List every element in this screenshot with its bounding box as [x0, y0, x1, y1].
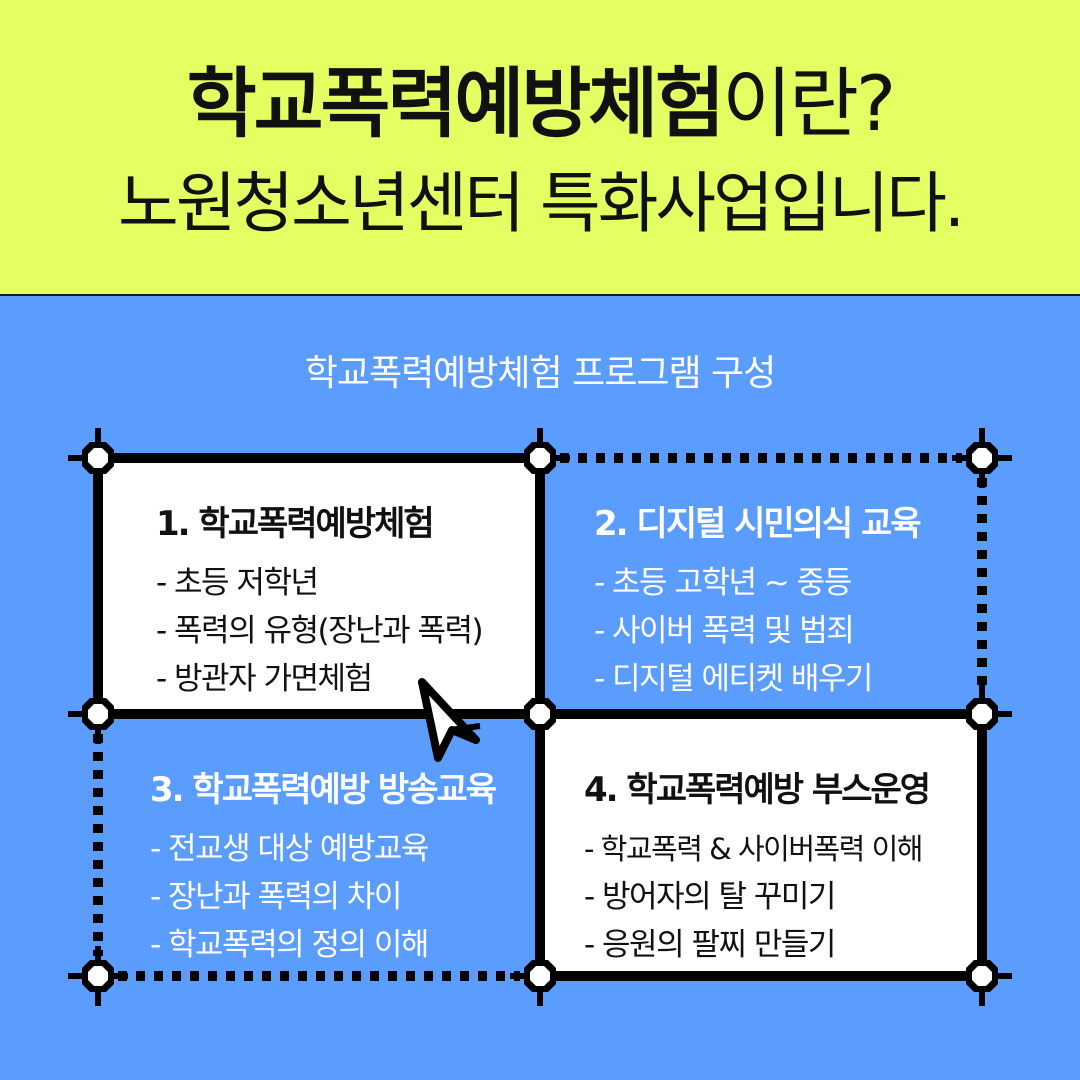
page-subtitle: 노원청소년센터 특화사업입니다. — [117, 165, 965, 242]
card-2-item: - 사이버 폭력 및 범죄 — [594, 613, 855, 649]
card-4-title: 4. 학교폭력예방 부스운영 — [584, 770, 931, 810]
card-2-item: - 초등 고학년 ~ 중등 — [594, 565, 852, 601]
selection-handle-icon — [68, 428, 1012, 1006]
card-1-item: - 방관자 가면체험 — [156, 661, 373, 697]
dotted-borders — [93, 453, 987, 981]
mouse-pointer-icon — [418, 678, 481, 762]
card-4-item: - 방어자의 탈 꾸미기 — [584, 879, 836, 915]
card-4-item: - 학교폭력 & 사이버폭력 이해 — [584, 832, 923, 866]
page-title: 학교폭력예방체험이란? — [0, 42, 1080, 152]
card-2: 2. 디지털 시민의식 교육 - 초등 고학년 ~ 중등 - 사이버 폭력 및 … — [594, 496, 922, 703]
section-title: 학교폭력예방체험 프로그램 구성 — [304, 353, 777, 394]
card-4: 4. 학교폭력예방 부스운영 - 학교폭력 & 사이버폭력 이해 - 방어자의 … — [584, 762, 931, 969]
card-3-item: - 학교폭력의 정의 이해 — [150, 927, 429, 963]
card-4-background — [540, 714, 982, 976]
card-3-item: - 전교생 대상 예방교육 — [150, 831, 429, 867]
card-1-background — [98, 458, 540, 714]
card-1-item: - 초등 저학년 — [156, 565, 319, 601]
card-4-item: - 응원의 팔찌 만들기 — [584, 927, 836, 963]
header-banner: 학교폭력예방체험이란? 노원청소년센터 특화사업입니다. — [0, 0, 1080, 296]
card-3-item: - 장난과 폭력의 차이 — [150, 879, 402, 915]
card-2-title: 2. 디지털 시민의식 교육 — [594, 504, 922, 544]
card-2-item: - 디지털 에티켓 배우기 — [594, 661, 873, 697]
card-1-item: - 폭력의 유형(장난과 폭력) — [156, 613, 484, 649]
card-3: 3. 학교폭력예방 방송교육 - 전교생 대상 예방교육 - 장난과 폭력의 차… — [150, 762, 497, 969]
card-1-title: 1. 학교폭력예방체험 — [156, 504, 435, 544]
card-1: 1. 학교폭력예방체험 - 초등 저학년 - 폭력의 유형(장난과 폭력) - … — [156, 496, 484, 703]
card-3-title: 3. 학교폭력예방 방송교육 — [150, 770, 497, 810]
page-title-bold: 학교폭력예방체험 — [186, 59, 725, 148]
page-title-rest: 이란? — [722, 59, 896, 148]
